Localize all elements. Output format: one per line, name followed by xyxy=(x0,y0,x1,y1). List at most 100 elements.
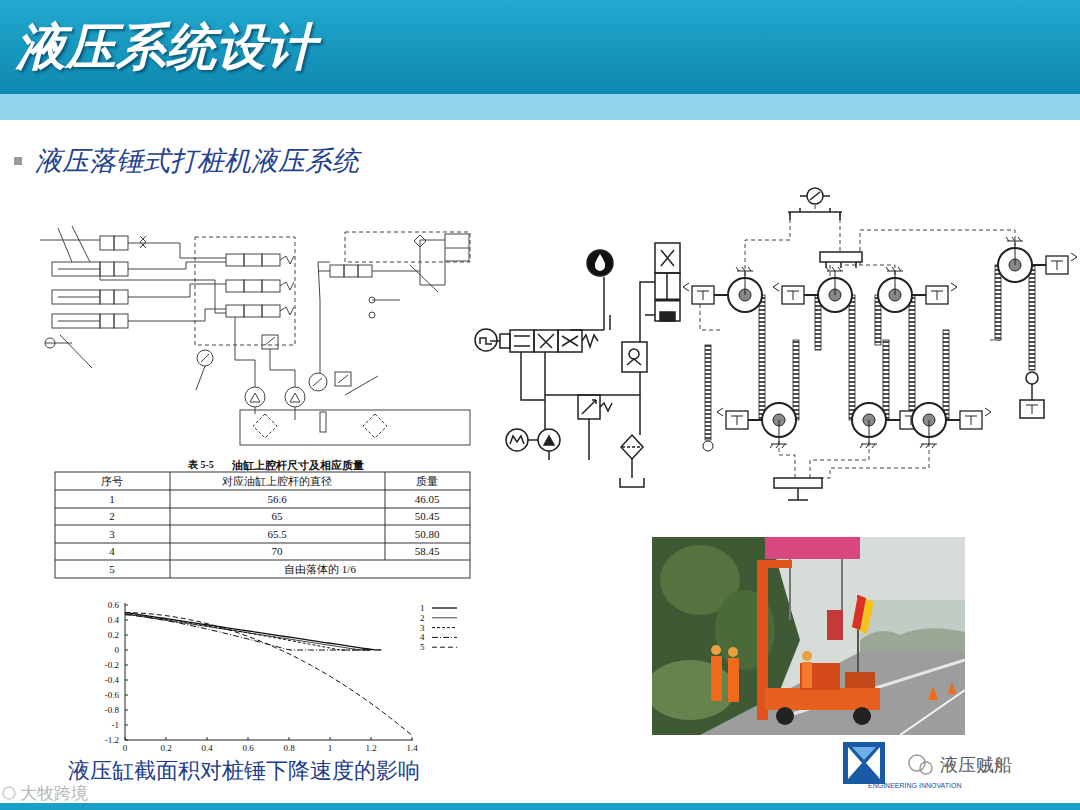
axis-tick-label: 1 xyxy=(328,743,333,753)
chart-curve xyxy=(125,613,381,651)
pulley-drive xyxy=(773,283,779,291)
pile-driver-circuit xyxy=(570,329,604,331)
site-photo xyxy=(711,645,721,655)
pile-driver-circuit xyxy=(538,429,560,451)
pulley-drive xyxy=(1051,261,1063,270)
pile-driver-circuit xyxy=(521,352,545,400)
hydraulic-schematic xyxy=(226,280,244,292)
axis-ticks xyxy=(371,737,372,740)
axis-ticks xyxy=(125,695,128,696)
axis-ticks xyxy=(166,737,167,740)
chain-pulley-mechanism xyxy=(774,188,862,500)
site-photo xyxy=(852,595,866,630)
axis-ticks xyxy=(125,635,128,636)
hydraulic-schematic xyxy=(40,226,470,445)
site-photo xyxy=(802,651,812,661)
legend-sample xyxy=(432,608,457,647)
chain-pulley-mechanism xyxy=(683,188,1077,500)
hydraulic-schematic xyxy=(445,248,469,249)
table-grid xyxy=(55,560,470,561)
axis-tick-label: -0.8 xyxy=(105,705,119,715)
pulley-drive xyxy=(1046,256,1068,274)
chain xyxy=(883,340,889,420)
chain xyxy=(995,265,1001,340)
site-photo xyxy=(776,707,794,725)
table-cell: 56.6 xyxy=(267,493,286,506)
pulley-drive xyxy=(736,267,753,271)
pile-driver-circuit xyxy=(655,243,680,273)
site-photo xyxy=(853,707,871,725)
chain-pulley-mechanism xyxy=(788,208,842,220)
hydraulic-schematic xyxy=(250,393,260,402)
company-logo xyxy=(852,747,876,760)
hydraulic-schematic xyxy=(196,366,205,390)
slide-title: 液压系统设计 xyxy=(16,19,316,77)
axis-ticks xyxy=(125,665,128,666)
bullet-square xyxy=(14,157,22,165)
axis-ticks xyxy=(125,620,128,621)
hydraulic-schematic xyxy=(114,314,128,328)
chain xyxy=(793,340,799,420)
hydraulic-schematic xyxy=(262,305,280,317)
pile-driver-circuit xyxy=(578,395,600,419)
company-logo xyxy=(843,742,885,784)
hook xyxy=(1031,384,1033,400)
site-photo xyxy=(757,560,792,568)
hydraulic-schematic xyxy=(100,314,114,328)
table-header: 序号 xyxy=(101,475,123,488)
pulley-drive xyxy=(717,403,796,448)
pile-driver-circuit xyxy=(490,340,500,342)
pile-driver-circuit xyxy=(475,329,497,351)
legend-sample xyxy=(432,647,457,648)
table-grid xyxy=(55,508,470,509)
pile-driver-circuit xyxy=(655,273,680,321)
hydraulic-schematic xyxy=(372,300,400,301)
pulley-drive xyxy=(931,291,943,300)
table-cell: 自由落体的 1/6 xyxy=(284,563,356,576)
chart-axes xyxy=(125,740,413,741)
legend-label: 2 xyxy=(420,613,425,623)
site-photo xyxy=(789,559,791,620)
axis-tick-label: 1.2 xyxy=(365,743,376,753)
hydraulic-schematic xyxy=(58,297,100,298)
pile-driver-circuit xyxy=(528,439,538,441)
hydraulic-schematic xyxy=(52,262,100,276)
pile-driver-circuit xyxy=(595,254,605,271)
pulley-drive xyxy=(697,291,709,300)
pile-driver-circuit xyxy=(640,282,655,342)
pile-driver-circuit xyxy=(587,250,613,276)
site-photo xyxy=(765,537,860,559)
pile-weight xyxy=(1026,405,1038,414)
header-band xyxy=(0,0,1080,94)
site-photo xyxy=(728,647,738,657)
hydraulic-schematic xyxy=(445,234,469,261)
hydraulic-schematic xyxy=(128,243,226,258)
pile-driver-circuit xyxy=(510,330,534,352)
axis-ticks xyxy=(125,605,128,606)
company-logo xyxy=(3,742,932,799)
hydraulic-schematic xyxy=(290,393,300,402)
table-grid xyxy=(170,472,171,578)
hydraulic-schematic xyxy=(253,414,277,438)
pile-driver-circuit xyxy=(627,359,641,365)
axis-tick-label: 0.8 xyxy=(283,743,294,753)
hydraulic-schematic xyxy=(363,414,387,438)
pulley-drive xyxy=(920,444,937,448)
pile-driver-circuit xyxy=(622,446,643,448)
chain-end xyxy=(703,441,713,451)
hydraulic-schematic xyxy=(60,335,92,368)
pulley-drive xyxy=(878,267,957,312)
hydraulic-schematic xyxy=(338,375,348,383)
axis-ticks xyxy=(125,725,128,726)
pulley-drive xyxy=(745,271,746,295)
axis-tick-label: 1.4 xyxy=(406,743,417,753)
pile-driver-circuit xyxy=(588,419,590,460)
axis-ticks xyxy=(125,737,126,740)
axis-ticks xyxy=(125,680,128,681)
hydraulic-schematic xyxy=(114,262,128,276)
axis-ticks xyxy=(289,737,290,740)
chain-pulley-mechanism xyxy=(745,212,790,276)
legend-sample xyxy=(432,637,457,638)
